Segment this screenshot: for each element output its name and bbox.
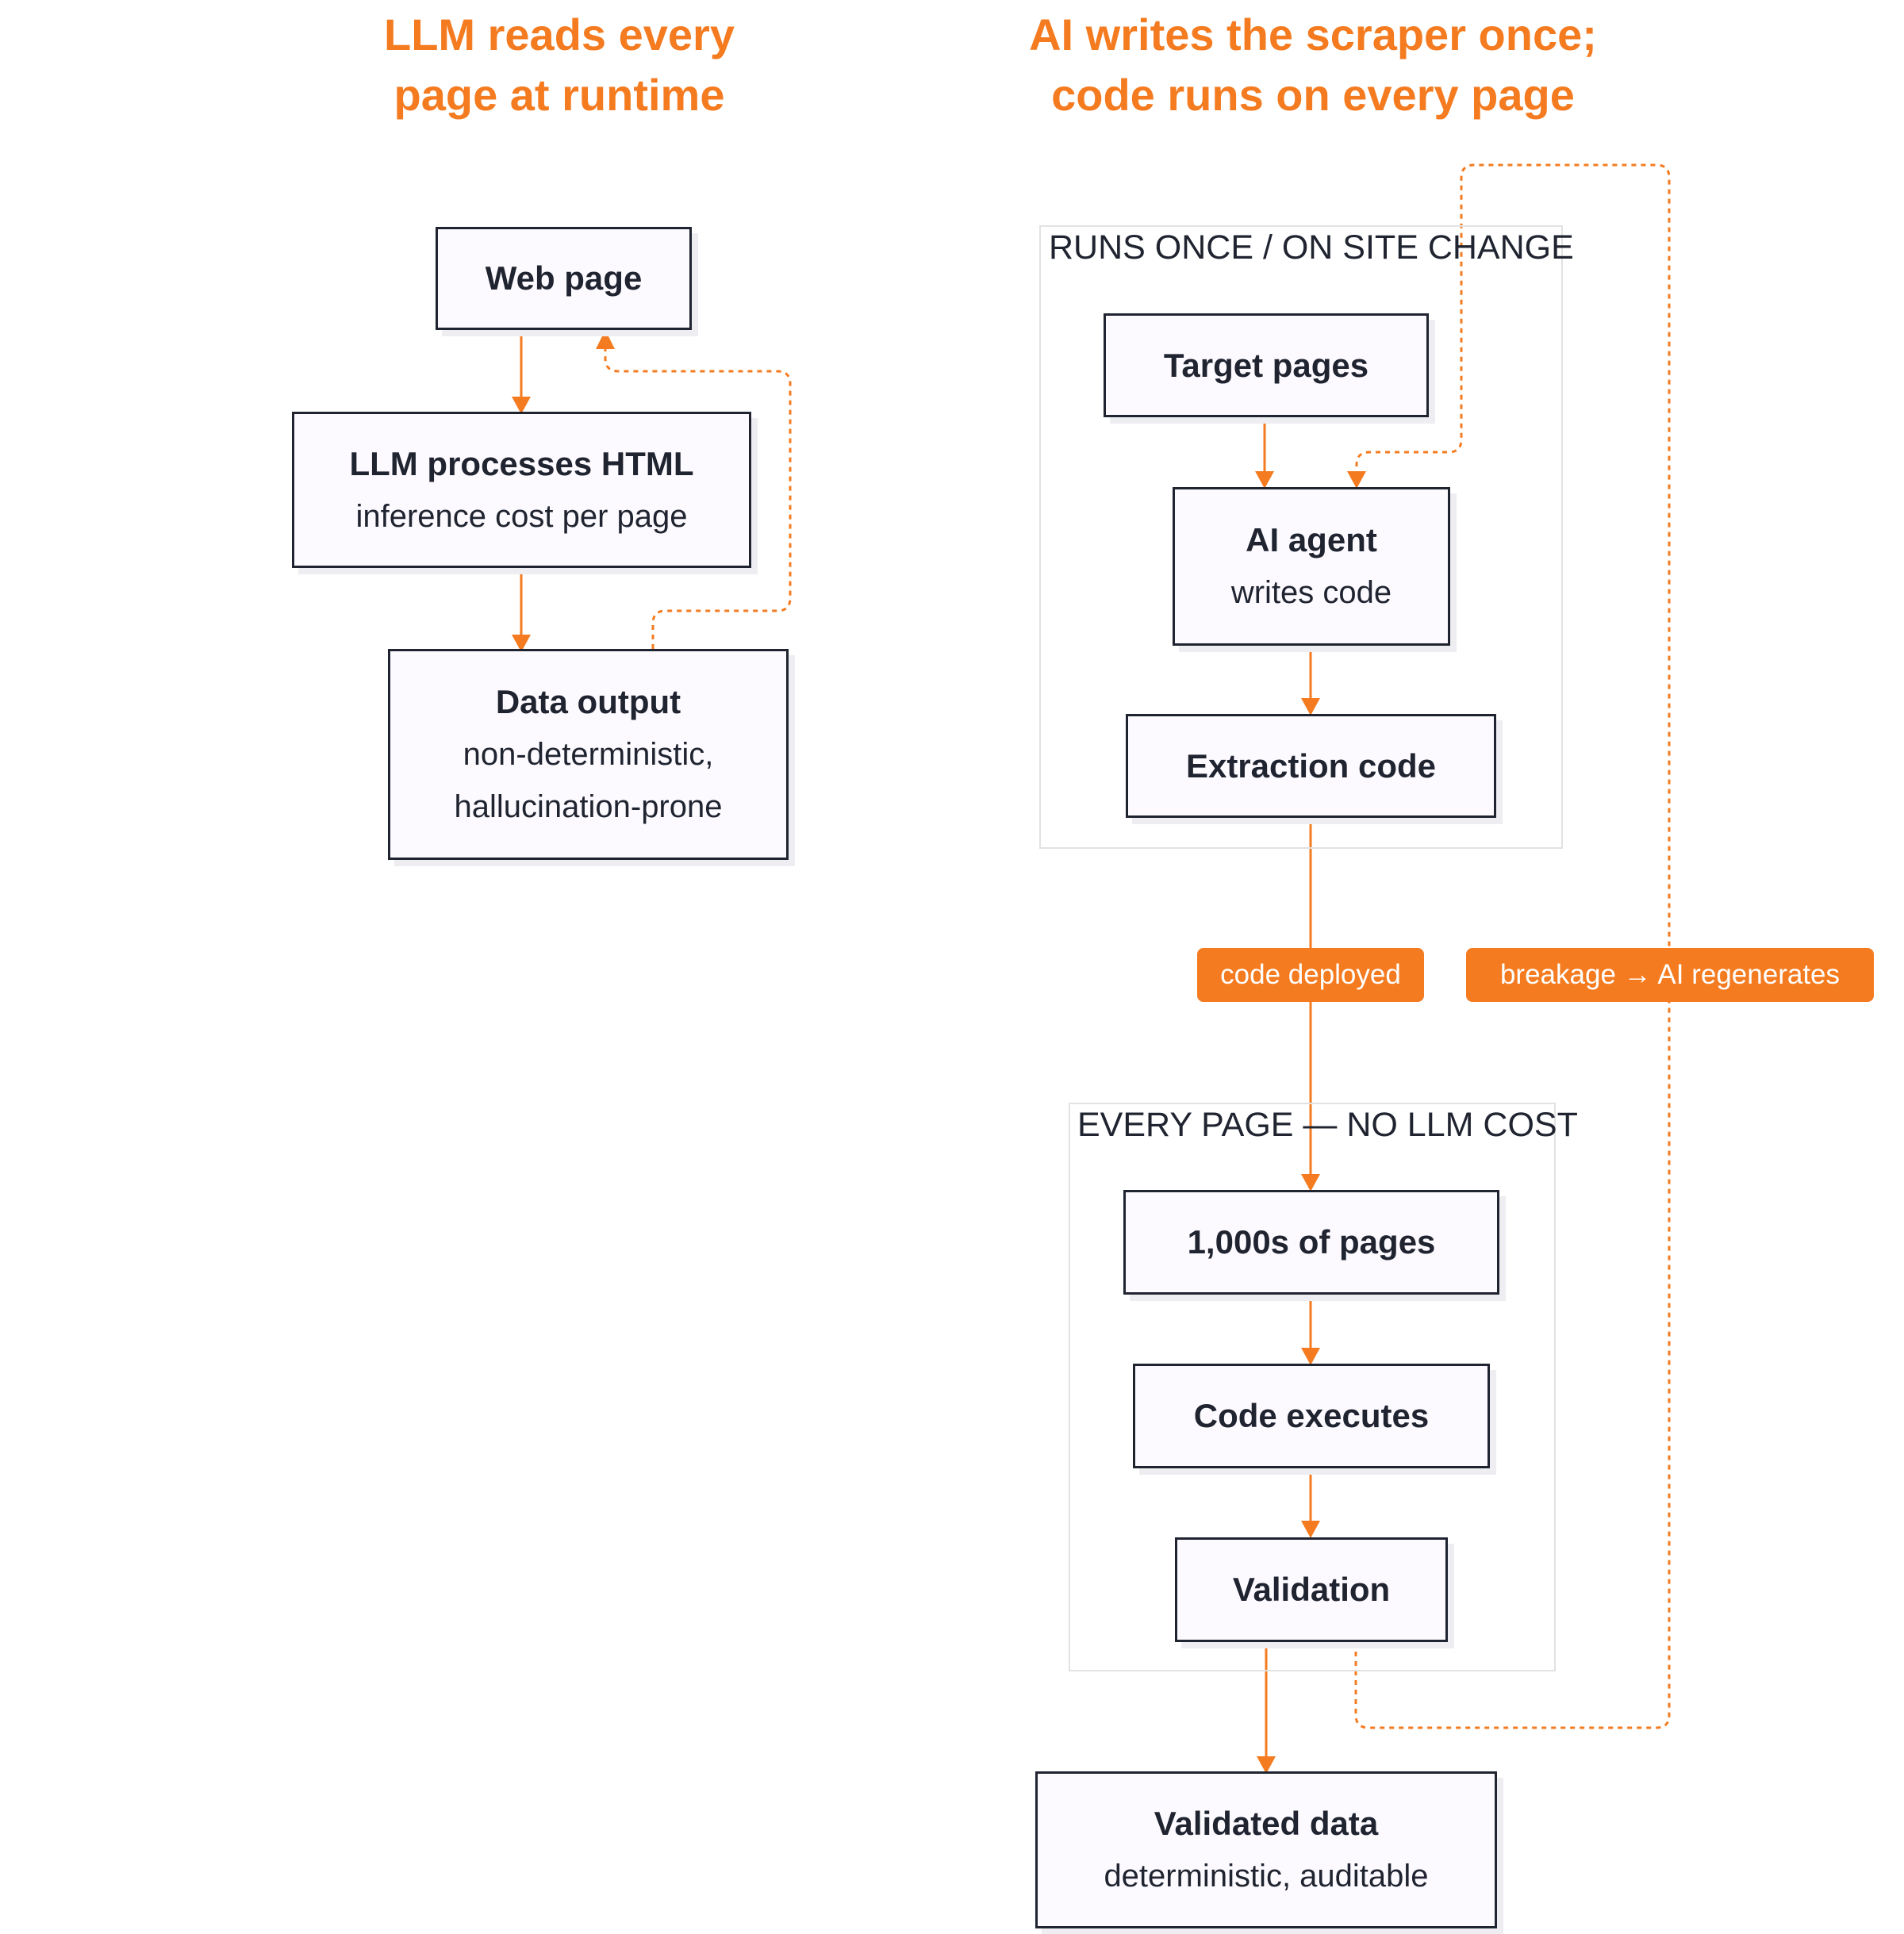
node-llm-processes: LLM processes HTML inference cost per pa…: [292, 412, 751, 568]
node-data-output-sub-1: non-deterministic,: [463, 737, 714, 772]
node-validated-data-sub: deterministic, auditable: [1104, 1859, 1429, 1894]
group-runs-once-label: RUNS ONCE / ON SITE CHANGE: [1049, 228, 1574, 267]
right-title: AI writes the scraper once; code runs on…: [976, 5, 1650, 125]
node-validation-title: Validation: [1232, 1571, 1391, 1608]
node-validated-data-title: Validated data: [1154, 1805, 1379, 1842]
node-target-pages-title: Target pages: [1163, 346, 1369, 384]
arrowhead-extraction: [1301, 698, 1320, 716]
left-title-line-2: page at runtime: [393, 70, 725, 120]
group-runs-once: [1039, 225, 1563, 849]
left-title-line-1: LLM reads every: [384, 10, 735, 59]
label-code-deployed: code deployed: [1197, 948, 1424, 1002]
arrowhead-validated: [1257, 1756, 1276, 1774]
node-data-output: Data output non-deterministic, hallucina…: [388, 649, 789, 860]
arrowhead-thousands: [1301, 1174, 1320, 1191]
edge-output-webpage-loop: [604, 344, 792, 649]
node-target-pages: Target pages: [1104, 313, 1429, 417]
node-code-executes: Code executes: [1133, 1364, 1490, 1468]
group-every-page: [1069, 1103, 1556, 1671]
edge-breakage-loop: [1354, 163, 1671, 1729]
node-data-output-title: Data output: [495, 683, 681, 720]
arrowhead-output: [512, 635, 531, 652]
node-ai-agent-sub: writes code: [1230, 575, 1392, 610]
node-ai-agent: AI agent writes code: [1173, 487, 1450, 646]
node-ai-agent-title: AI agent: [1246, 521, 1377, 558]
node-extraction-code: Extraction code: [1126, 714, 1496, 818]
node-thousands-of-pages: 1,000s of pages: [1123, 1190, 1499, 1295]
arrowhead-validation: [1301, 1521, 1320, 1538]
arrowhead-executes: [1301, 1348, 1320, 1365]
right-title-line-1: AI writes the scraper once;: [1029, 10, 1597, 59]
node-llm-processes-sub: inference cost per page: [355, 498, 688, 534]
node-extraction-code-title: Extraction code: [1185, 746, 1437, 785]
group-every-page-label: EVERY PAGE — NO LLM COST: [1077, 1106, 1578, 1144]
node-web-page-title: Web page: [485, 259, 643, 297]
left-title: LLM reads every page at runtime: [301, 5, 817, 125]
node-thousands-of-pages-title: 1,000s of pages: [1187, 1223, 1436, 1261]
arrowhead-llm: [512, 397, 531, 414]
label-breakage-regenerates: breakage → AI regenerates: [1466, 948, 1874, 1002]
node-validation: Validation: [1175, 1537, 1448, 1642]
node-web-page: Web page: [436, 227, 692, 330]
arrowhead-agent: [1255, 471, 1274, 489]
node-code-executes-title: Code executes: [1193, 1397, 1430, 1434]
arrowhead-webpage-loop: [596, 330, 615, 349]
node-llm-processes-title: LLM processes HTML: [349, 444, 694, 482]
node-data-output-sub-2: hallucination-prone: [454, 789, 723, 824]
arrowhead-agent-loop: [1347, 471, 1366, 489]
node-validated-data: Validated data deterministic, auditable: [1035, 1771, 1497, 1928]
right-title-line-2: code runs on every page: [1051, 70, 1575, 120]
